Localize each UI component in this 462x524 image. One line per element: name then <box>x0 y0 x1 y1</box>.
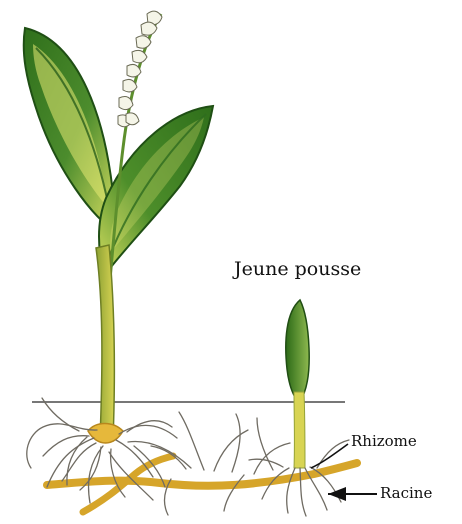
root-label: Racine <box>380 484 432 502</box>
young-shoot-leaf <box>286 300 309 403</box>
rhizome-node-main <box>88 424 123 444</box>
main-stem <box>96 245 114 441</box>
flower-cluster <box>118 11 162 127</box>
young-shoot-stem <box>294 392 305 468</box>
rhizome-label: Rhizome <box>351 432 417 450</box>
young-shoot-label: Jeune pousse <box>234 258 361 280</box>
root-arrow <box>328 487 377 501</box>
